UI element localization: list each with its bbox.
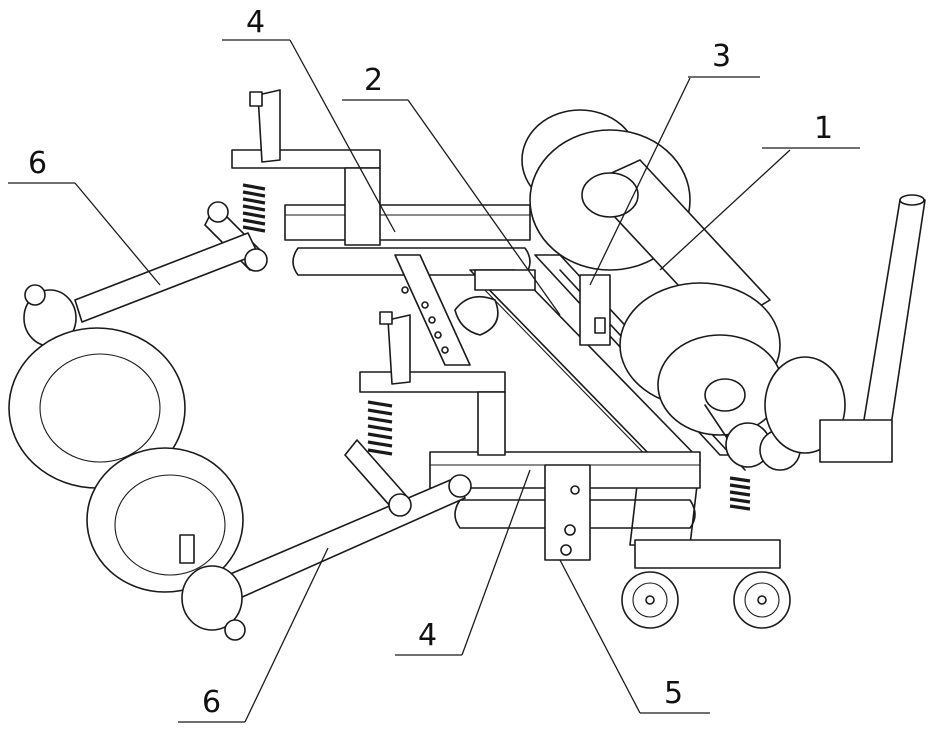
leader-6-left [75, 183, 160, 285]
leader-4-bottom [462, 470, 530, 655]
right-spring [730, 478, 750, 509]
callout-3: 3 [712, 39, 731, 74]
callout-4-top: 4 [246, 5, 265, 40]
upper-wheel-arm [9, 202, 267, 488]
callout-5: 5 [664, 676, 683, 711]
callout-6-bottom: 6 [202, 685, 221, 720]
lower-spring [368, 402, 392, 454]
callout-6-left: 6 [28, 146, 47, 181]
vertical-post [820, 195, 925, 462]
callout-1: 1 [814, 111, 833, 146]
lower-wheel-arm [87, 440, 471, 640]
callout-2: 2 [364, 63, 383, 98]
slider-block [545, 465, 590, 560]
cart-base [622, 540, 790, 628]
callout-4-bottom: 4 [418, 618, 437, 653]
upper-spring [243, 185, 265, 231]
upper-support-arm [232, 90, 530, 275]
